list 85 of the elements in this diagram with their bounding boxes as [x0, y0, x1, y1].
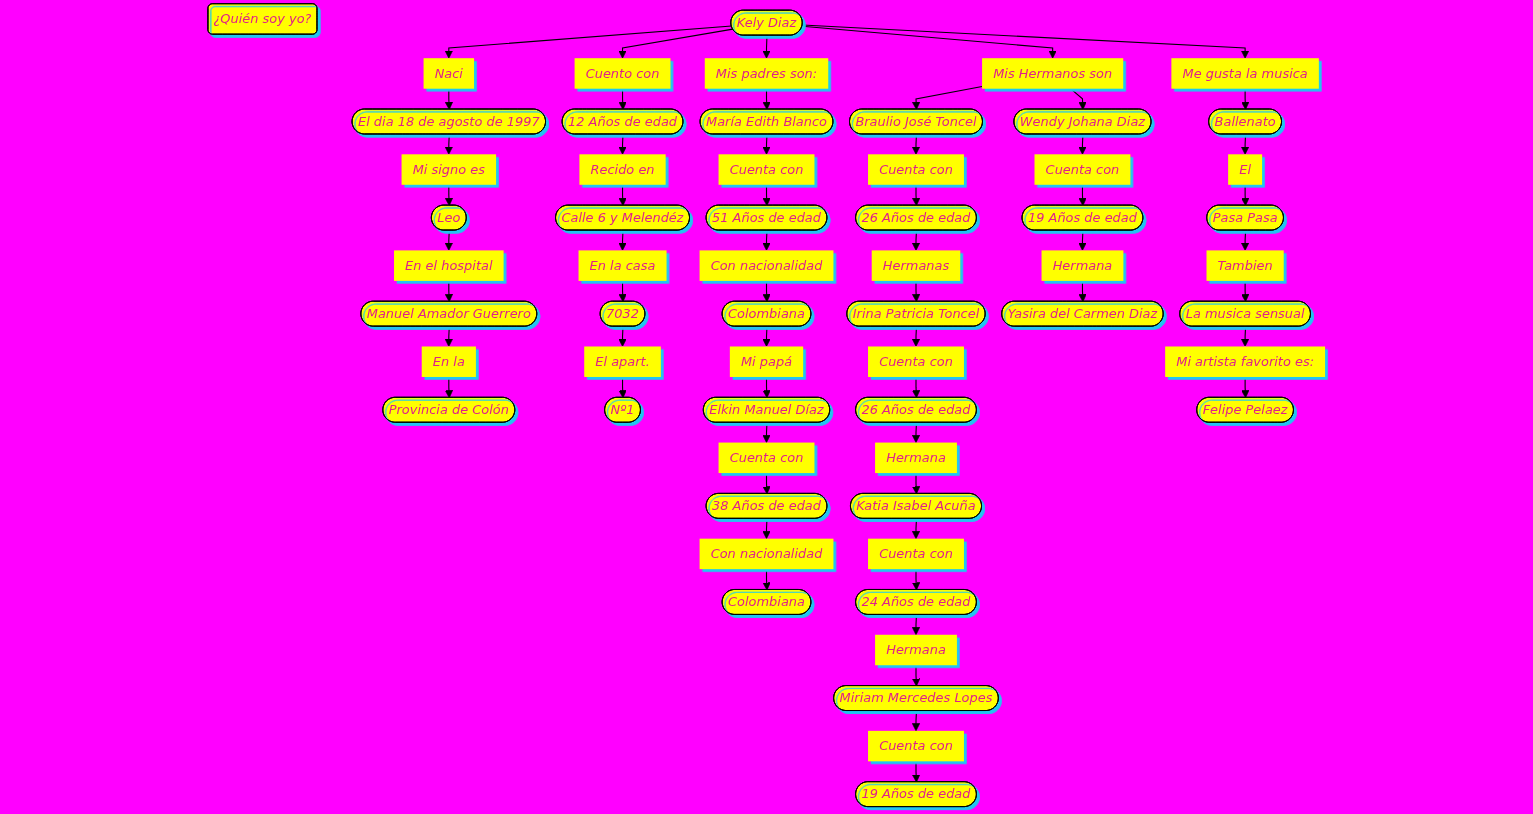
node-box: En el hospital	[394, 250, 504, 281]
arrow	[912, 664, 921, 687]
node-box: Mi papá	[729, 346, 804, 377]
node-box: El apart.	[584, 346, 661, 377]
arrow	[911, 518, 921, 540]
arrow	[1241, 280, 1250, 303]
arrow	[912, 568, 921, 591]
node-box: En la casa	[578, 250, 667, 281]
arrow	[444, 326, 453, 347]
node-box: Hermana	[875, 634, 957, 666]
arrow	[1241, 376, 1250, 399]
arrow	[444, 280, 453, 303]
arrow	[1241, 88, 1250, 110]
arrow	[912, 86, 983, 110]
arrow	[801, 25, 1057, 59]
node-box: Tambien	[1206, 250, 1284, 281]
arrow	[762, 518, 771, 540]
arrow	[618, 280, 627, 303]
arrow	[911, 614, 921, 636]
node-box: Cuenta con	[718, 442, 815, 474]
arrow	[1078, 280, 1087, 303]
arrow	[1078, 133, 1087, 155]
arrow	[618, 376, 627, 399]
arrow	[1241, 326, 1250, 347]
arrow	[1241, 184, 1250, 206]
arrow	[762, 88, 771, 110]
arrow	[762, 133, 771, 155]
arrow	[912, 280, 921, 303]
arrow	[444, 184, 453, 206]
node-box: Hermanas	[871, 250, 961, 281]
arrow	[618, 326, 627, 347]
arrow	[762, 229, 771, 251]
node-box: Mis Hermanos son	[982, 58, 1124, 89]
arrow	[912, 760, 921, 783]
arrow	[762, 422, 771, 443]
arrow	[1078, 184, 1087, 206]
arrow	[1241, 133, 1250, 155]
node-box: Cuenta con	[868, 346, 964, 377]
arrow	[762, 376, 771, 399]
arrow	[911, 710, 921, 732]
node-box: Cuenta con	[718, 154, 815, 185]
arrow	[444, 376, 453, 399]
arrow	[801, 24, 1250, 59]
node-box: En la	[421, 346, 476, 377]
arrow	[762, 568, 771, 591]
node-box: Hermana	[875, 442, 957, 474]
node-box: Cuenta con	[1034, 154, 1131, 185]
arrow	[444, 133, 453, 155]
node-box: Cuenta con	[868, 538, 964, 570]
arrow	[618, 28, 734, 59]
node-box: Mi signo es	[401, 154, 497, 185]
arrow	[912, 184, 921, 206]
arrow	[618, 184, 627, 206]
arrow	[911, 422, 921, 443]
node-box: Mi artista favorito es:	[1165, 346, 1326, 377]
node-box: Naci	[423, 58, 475, 89]
arrow	[618, 88, 627, 110]
node-box: Con nacionalidad	[699, 250, 834, 281]
arrow	[618, 229, 627, 251]
arrow	[762, 472, 771, 495]
arrow	[762, 184, 771, 206]
arrow	[911, 133, 921, 155]
arrow	[911, 326, 921, 347]
node-box: Hermana	[1041, 250, 1124, 281]
node-box: Me gusta la musica	[1171, 58, 1319, 89]
arrow	[762, 35, 771, 59]
arrow	[912, 472, 921, 495]
arrow	[1070, 88, 1087, 110]
arrow	[444, 88, 453, 110]
arrow	[444, 229, 453, 251]
arrow	[762, 326, 771, 347]
node-box: Con nacionalidad	[699, 538, 834, 570]
arrow	[912, 376, 921, 399]
arrow	[444, 25, 733, 59]
arrow	[1241, 229, 1250, 251]
arrow	[618, 133, 627, 155]
node-box: Recido en	[579, 154, 666, 185]
node-box: Mis padres son:	[704, 58, 829, 89]
arrow	[911, 229, 921, 251]
node-box: Cuenta con	[868, 730, 964, 762]
node-box: Cuenta con	[868, 154, 964, 185]
arrow	[762, 280, 771, 303]
arrow	[1078, 229, 1087, 251]
node-box: El	[1228, 154, 1263, 185]
node-box: Cuento con	[574, 58, 671, 89]
